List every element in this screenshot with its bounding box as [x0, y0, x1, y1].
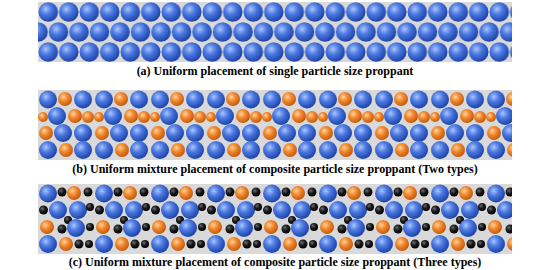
caption-label: (b) Uniform mixture placement of composi…: [72, 162, 477, 176]
caption-label: (a) Uniform placement of single particle…: [137, 64, 414, 78]
proppant-band-two: [38, 90, 512, 160]
caption-label: (c) Uniform mixture placement of composi…: [69, 255, 482, 269]
proppant-particles-three: [38, 184, 512, 254]
proppant-particles-two: [38, 90, 512, 160]
proppant-particles-single: [38, 2, 512, 62]
proppant-band-single: [38, 2, 512, 62]
proppant-band-three: [38, 184, 512, 254]
